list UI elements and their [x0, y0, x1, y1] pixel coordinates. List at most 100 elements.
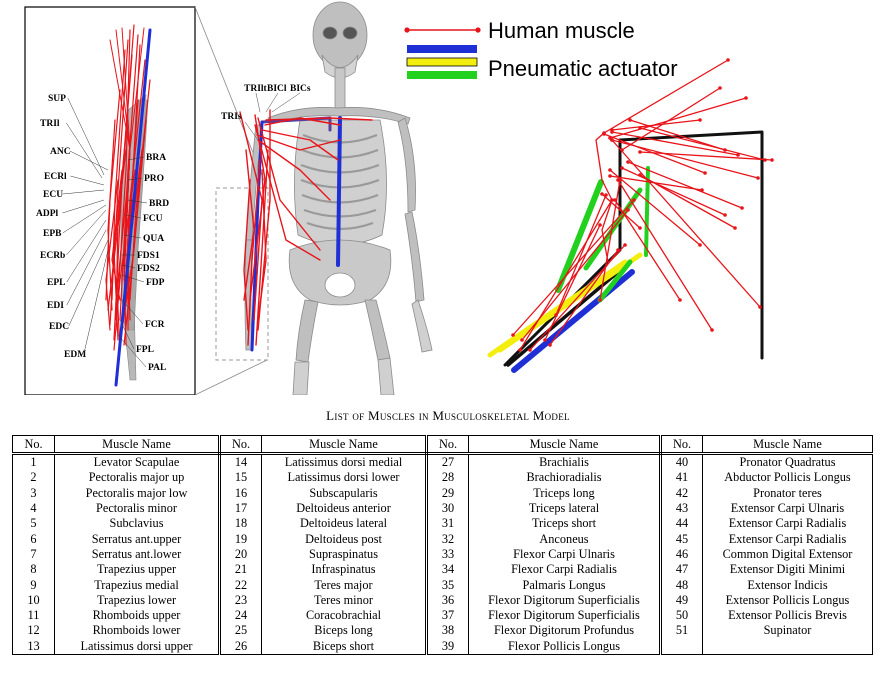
label-leader-line	[127, 177, 143, 181]
muscle-name: Triceps short	[468, 516, 662, 532]
skeleton-muscle-label: TRIs	[221, 112, 242, 122]
skeleton-muscle-line	[243, 179, 251, 331]
muscle-endpoint	[723, 148, 727, 152]
muscle-name: Latissimus dorsi lower	[261, 470, 428, 486]
robot-muscle-line	[609, 97, 747, 139]
inset-muscle-line	[115, 29, 131, 331]
skeleton-muscle-label: BICl	[267, 84, 287, 94]
muscle-endpoint	[520, 338, 524, 342]
muscle-number: 40	[660, 453, 703, 471]
muscle-number: 51	[660, 623, 703, 639]
muscle-name: Flexor Pollicis Longus	[468, 638, 662, 655]
header-no: No.	[660, 435, 703, 455]
muscle-endpoint	[632, 198, 636, 202]
label-leader-line	[68, 239, 109, 327]
robot-muscle-line	[617, 179, 713, 331]
label-leader-line	[62, 199, 105, 214]
muscle-number: 18	[219, 516, 262, 532]
muscle-number: 45	[660, 531, 703, 547]
inset-muscle-label: TRIl	[40, 119, 60, 129]
muscle-endpoint	[626, 160, 630, 164]
robot-arm-model	[487, 58, 774, 373]
muscle-endpoint	[638, 126, 642, 130]
muscle-name: Flexor Carpi Radialis	[468, 562, 662, 578]
robot-muscle-line	[603, 59, 729, 134]
muscle-endpoint	[678, 298, 682, 302]
inset-muscle-line	[105, 179, 119, 331]
muscle-endpoint	[698, 243, 702, 247]
muscle-number: 31	[426, 516, 469, 532]
muscle-endpoint	[628, 118, 632, 122]
inset-muscle-label: EPB	[43, 229, 62, 239]
inset-muscle-label: FDS2	[137, 264, 160, 274]
inset-muscle-label: FDS1	[137, 251, 160, 261]
robot-muscle-line	[595, 132, 613, 263]
robot-muscle-line	[555, 194, 607, 316]
inset-muscle-label: EPL	[47, 278, 65, 288]
muscle-name	[703, 639, 873, 655]
muscle-name: Brachioradialis	[468, 470, 662, 486]
muscle-number: 47	[660, 562, 703, 578]
muscle-name: Brachialis	[468, 453, 662, 471]
muscle-name: Biceps short	[261, 638, 428, 655]
label-leader-line	[62, 189, 105, 195]
robot-muscle-line	[639, 174, 736, 229]
muscle-name: Pectoralis major low	[54, 485, 221, 501]
legend-pneumatic-actuator: Pneumatic actuator	[488, 56, 678, 81]
inset-muscle-label: FCU	[143, 214, 163, 224]
robot-actuator-green	[644, 166, 650, 257]
robot-muscle-line	[601, 193, 641, 229]
muscle-name: Palmaris Longus	[468, 577, 662, 593]
muscle-endpoint	[726, 58, 730, 62]
muscle-endpoint	[638, 226, 642, 230]
muscle-name: Coracobrachial	[261, 607, 428, 624]
muscle-name: Extensor Carpi Radialis	[728, 516, 847, 531]
label-leader-line	[66, 122, 103, 179]
inset-muscle-label: PAL	[148, 363, 166, 373]
label-leader-line	[127, 156, 145, 161]
robot-muscle-line	[549, 249, 619, 346]
inset-muscle-line	[113, 149, 127, 341]
skeleton-muscle-label: TRIlt	[244, 84, 268, 94]
muscle-number	[660, 638, 703, 655]
inset-muscle-label: FPL	[136, 345, 154, 355]
robot-muscle-line	[629, 119, 726, 151]
label-leader-line	[121, 274, 145, 283]
robot-muscle-line	[639, 127, 766, 161]
label-leader-line	[255, 92, 261, 113]
skeleton-muscle-line	[243, 149, 255, 301]
muscle-number: 30	[426, 500, 469, 517]
label-leader-line	[244, 121, 259, 141]
muscle-endpoint	[710, 328, 714, 332]
muscle-number: 4	[12, 500, 55, 517]
muscle-name: Teres minor	[261, 592, 428, 608]
inset-muscle-label: SUP	[48, 94, 66, 104]
inset-muscle-label: FDP	[146, 278, 165, 288]
label-leader-line	[123, 234, 142, 239]
muscle-number: 34	[426, 562, 469, 578]
muscle-name: Triceps lateral	[468, 500, 662, 517]
muscle-name: Flexor Digitorum Profundus	[468, 623, 662, 639]
muscle-number: 36	[426, 592, 469, 608]
inset-muscle-line	[123, 179, 141, 346]
skeleton-muscle-line	[264, 117, 341, 126]
muscle-endpoint	[511, 333, 515, 337]
muscle-name: Deltoideus anterior	[261, 500, 428, 517]
muscle-name: Serratus ant.lower	[54, 546, 221, 563]
label-leader-line	[67, 97, 105, 176]
label-leader-line	[69, 150, 109, 171]
muscle-endpoint	[598, 298, 602, 302]
muscle-endpoint	[600, 192, 604, 196]
muscle-endpoint	[528, 348, 532, 352]
inset-muscle-line	[127, 99, 139, 331]
skeleton-muscle-line	[247, 159, 261, 346]
muscle-name: Levator Scapulae	[54, 453, 221, 471]
skeleton-muscle-line	[254, 124, 321, 261]
muscle-table-container: No. Muscle Name No. Muscle Name No. Musc…	[12, 435, 873, 655]
